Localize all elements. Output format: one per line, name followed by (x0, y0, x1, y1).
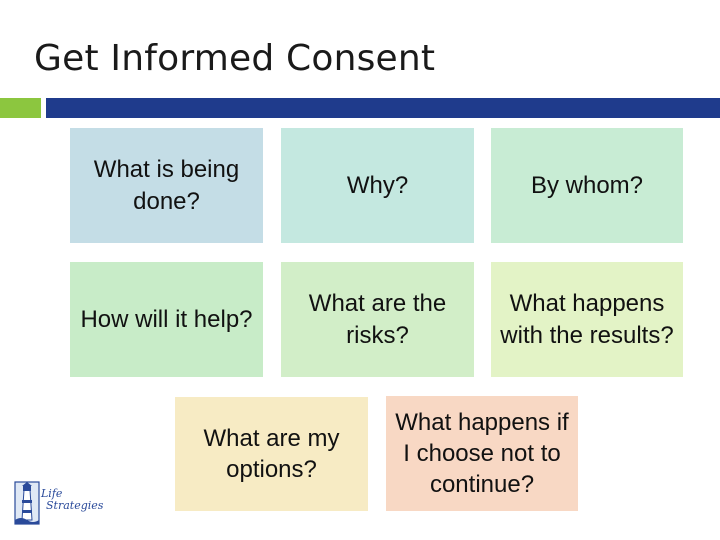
box-label: What happens with the results? (500, 290, 674, 349)
box-what-if-not-continue: What happens if I choose not to continue… (386, 396, 578, 511)
box-why: Why? (281, 128, 474, 243)
slide-title: Get Informed Consent (34, 38, 436, 79)
box-by-whom: By whom? (491, 128, 683, 243)
box-label: How will it help? (80, 305, 253, 333)
accent-bar-green (0, 98, 41, 118)
life-strategies-logo: Life Strategies (14, 478, 103, 526)
box-label: What happens if I choose not to continue… (395, 408, 569, 499)
box-what-is-being-done: What is being done? (70, 128, 263, 243)
box-label: What are my options? (203, 424, 340, 483)
box-label: By whom? (530, 171, 644, 199)
box-what-are-my-options: What are my options? (175, 397, 368, 511)
box-what-are-the-risks: What are the risks? (281, 262, 474, 377)
box-label: What are the risks? (308, 290, 447, 349)
box-label: What is being done? (93, 156, 240, 215)
lighthouse-icon (14, 481, 40, 525)
logo-text-strategies: Strategies (46, 499, 104, 512)
box-what-happens-with-results: What happens with the results? (491, 262, 683, 377)
logo-text-life: Life (41, 487, 63, 500)
box-label: Why? (346, 171, 409, 199)
box-how-will-it-help: How will it help? (70, 262, 263, 377)
accent-bar-blue (46, 98, 720, 118)
